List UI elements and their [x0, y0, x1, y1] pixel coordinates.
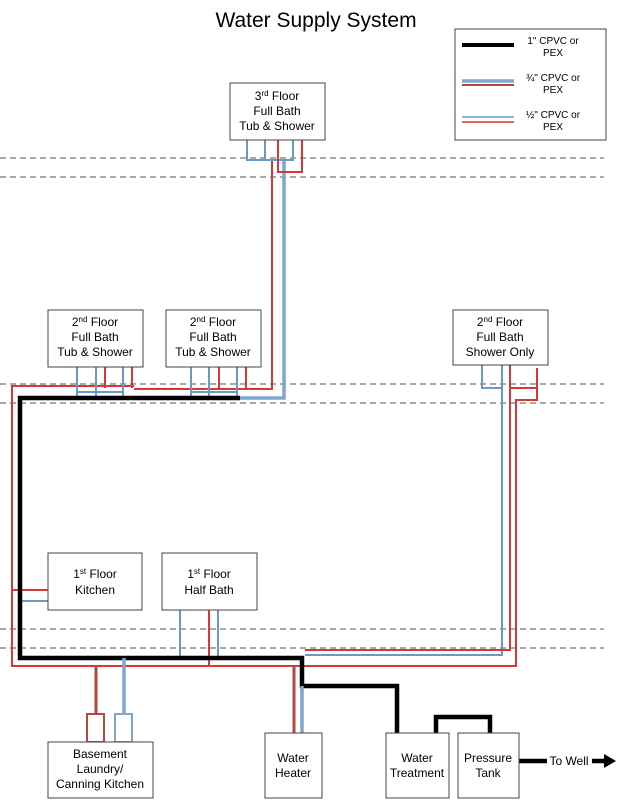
svg-text:Water: Water — [277, 751, 309, 765]
svg-text:Tub & Shower: Tub & Shower — [175, 345, 251, 359]
hot-branch-3rd — [277, 140, 303, 173]
hot-basement-loop — [86, 713, 105, 743]
fixture-pressure-tank: Pressure Tank — [457, 732, 520, 799]
svg-text:Pressure: Pressure — [464, 751, 512, 765]
legend-12in-label-1: ½" CPVC or — [526, 110, 581, 121]
fixture-kitchen: 1st Floor Kitchen — [47, 552, 143, 611]
svg-text:Laundry/: Laundry/ — [77, 762, 124, 776]
svg-text:Full Bath: Full Bath — [189, 330, 236, 344]
fixture-second-bath-c: 2nd Floor Full Bath Shower Only — [452, 309, 549, 366]
hot-branch-2c — [509, 365, 537, 389]
cold-branch-2c — [481, 365, 503, 389]
svg-text:Kitchen: Kitchen — [75, 583, 115, 597]
svg-text:1st Floor: 1st Floor — [187, 567, 231, 582]
fixture-water-treatment: Water Treatment — [385, 732, 450, 799]
svg-text:2nd Floor: 2nd Floor — [477, 315, 523, 330]
hot-riser-3rd — [134, 160, 273, 390]
cold-branch-halfbath — [179, 610, 219, 660]
cold-branch-2a — [76, 367, 124, 396]
legend-34in-label-2: PEX — [543, 85, 563, 96]
cold-riser-3rd — [240, 160, 286, 400]
hot-main-loop — [11, 368, 538, 667]
svg-text:Tub & Shower: Tub & Shower — [57, 345, 133, 359]
cold-riser-shower-only — [305, 368, 503, 656]
hot-branch-2b — [218, 367, 247, 388]
fixture-second-bath-a: 2nd Floor Full Bath Tub & Shower — [47, 309, 144, 368]
legend-1in-label-2: PEX — [543, 48, 563, 59]
svg-text:Full Bath: Full Bath — [71, 330, 118, 344]
to-well-label: To Well — [549, 754, 588, 768]
fixture-second-bath-b: 2nd Floor Full Bath Tub & Shower — [165, 309, 262, 368]
cold-basement-loop — [114, 713, 133, 743]
legend: 1" CPVC or PEX ¾" CPVC or PEX ½" CPVC or… — [454, 28, 607, 141]
svg-text:Water: Water — [401, 751, 433, 765]
fixture-basement: Basement Laundry/ Canning Kitchen — [47, 741, 154, 799]
legend-12in-label-2: PEX — [543, 122, 563, 133]
svg-text:Basement: Basement — [73, 747, 128, 761]
svg-text:Treatment: Treatment — [390, 766, 445, 780]
svg-text:Shower Only: Shower Only — [466, 345, 535, 359]
main-1in-treatment-to-tank — [433, 714, 493, 733]
legend-1in-label-1: 1" CPVC or — [527, 36, 579, 47]
svg-text:1st Floor: 1st Floor — [73, 567, 117, 582]
svg-text:Tank: Tank — [475, 766, 501, 780]
diagram-title: Water Supply System — [215, 9, 416, 32]
cold-branch-2b — [190, 367, 238, 396]
svg-text:Heater: Heater — [275, 766, 311, 780]
svg-text:2nd Floor: 2nd Floor — [72, 315, 118, 330]
svg-text:Half Bath: Half Bath — [184, 583, 233, 597]
svg-text:Canning Kitchen: Canning Kitchen — [56, 777, 144, 791]
hot-riser-shower-only — [305, 368, 511, 651]
svg-text:Full Bath: Full Bath — [476, 330, 523, 344]
pipes — [11, 140, 616, 768]
svg-text:Full Bath: Full Bath — [253, 104, 300, 118]
fixture-half-bath: 1st Floor Half Bath — [161, 552, 258, 611]
fixture-water-heater: Water Heater — [264, 732, 323, 799]
svg-text:3rd Floor: 3rd Floor — [255, 89, 300, 104]
hot-branch-2a — [104, 367, 133, 388]
main-1in-line — [17, 395, 400, 733]
svg-text:2nd Floor: 2nd Floor — [190, 315, 236, 330]
fixture-third-bath: 3rd Floor Full Bath Tub & Shower — [229, 82, 326, 141]
to-well-arrowhead — [604, 754, 616, 768]
legend-34in-label-1: ¾" CPVC or — [526, 73, 581, 84]
svg-text:Tub & Shower: Tub & Shower — [239, 119, 315, 133]
cold-branch-3rd — [246, 140, 294, 161]
